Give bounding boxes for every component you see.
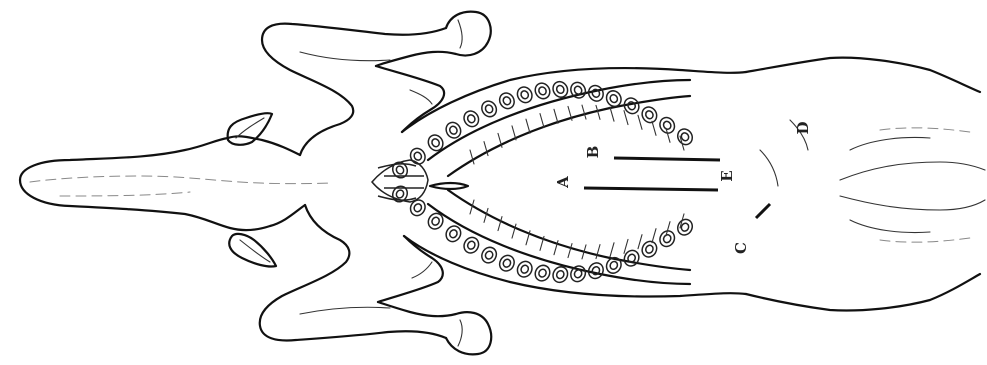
- rib-loop-inner: [484, 250, 494, 260]
- rib-hatch: [624, 111, 628, 125]
- rib-hatch: [540, 114, 544, 128]
- label-D: D: [794, 121, 812, 134]
- rib-loop: [532, 263, 552, 284]
- foreleg-lower: [260, 205, 491, 354]
- rib-loop-inner: [609, 93, 619, 103]
- rib-loop: [479, 98, 499, 119]
- rib-hatch: [610, 107, 614, 121]
- rib-loop: [408, 197, 428, 218]
- incision-line-B: [614, 158, 720, 160]
- sternum: [372, 160, 468, 202]
- rib-loop-inner: [662, 233, 672, 243]
- rib-loop-inner: [448, 125, 458, 135]
- rib-loop-inner: [627, 101, 637, 111]
- rib-loop: [479, 245, 499, 266]
- rib-loop-inner: [448, 229, 458, 239]
- label-E: E: [718, 170, 736, 181]
- rib-loop-inner: [484, 104, 494, 114]
- rib-loop-inner: [395, 189, 405, 199]
- rib-hatch: [652, 121, 656, 135]
- rib-loop: [639, 104, 659, 125]
- rib-loop: [675, 217, 695, 238]
- rib-loop: [497, 90, 517, 111]
- rib-hatch: [498, 217, 502, 231]
- hindquarters: [746, 58, 985, 311]
- rib-hatch: [582, 105, 586, 119]
- rib-loop: [461, 235, 481, 256]
- rib-loop-inner: [520, 264, 530, 274]
- rib-hatch: [624, 239, 628, 253]
- rib-loop-inner: [395, 165, 405, 175]
- rib-loop-inner: [537, 268, 547, 278]
- head-outline: [20, 136, 330, 230]
- rib-loop: [515, 259, 535, 280]
- rib-loop: [586, 260, 606, 281]
- rib-loop-inner: [609, 260, 619, 270]
- rib-loop: [390, 160, 410, 181]
- rib-hatch: [596, 105, 600, 119]
- ear-lower: [229, 234, 276, 267]
- rib-hatch: [652, 229, 656, 243]
- rib-loop-inner: [555, 84, 565, 94]
- rib-loop-inner: [644, 110, 654, 120]
- incision-line-A: [584, 188, 718, 190]
- incision-line-C: [756, 204, 770, 218]
- rib-loop-inner: [466, 240, 476, 250]
- rib-loop: [461, 108, 481, 129]
- rib-loop: [675, 126, 695, 147]
- label-C: C: [732, 242, 750, 254]
- rib-loop-inner: [555, 269, 565, 279]
- rib-hatch: [568, 244, 572, 258]
- rib-loop: [497, 253, 517, 274]
- rib-loop-inner: [413, 203, 423, 213]
- rib-hatching-upper: [470, 105, 684, 164]
- rib-loop-inner: [431, 138, 441, 148]
- rib-loop-inner: [466, 114, 476, 124]
- rib-hatch: [638, 115, 642, 129]
- rib-loop-inner: [502, 258, 512, 268]
- rib-loop-inner: [644, 244, 654, 254]
- rib-loop-inner: [502, 96, 512, 106]
- rib-loop-inner: [520, 90, 530, 100]
- rib-hatch: [554, 109, 558, 123]
- rib-loop: [639, 239, 659, 260]
- rib-hatch: [666, 128, 670, 142]
- rib-hatch: [638, 235, 642, 249]
- rib-loop-inner: [413, 151, 423, 161]
- rib-loop-inner: [431, 216, 441, 226]
- rib-loop: [408, 146, 428, 167]
- rib-loop: [515, 84, 535, 105]
- rib-loop-inner: [662, 120, 672, 130]
- rib-hatch: [526, 119, 530, 133]
- rib-loop: [586, 83, 606, 104]
- rib-hatch: [610, 243, 614, 257]
- label-A: A: [554, 176, 572, 189]
- rib-hatch: [666, 222, 670, 236]
- ribs-upper: [390, 79, 695, 180]
- rib-loop: [532, 80, 552, 101]
- rib-loop-inner: [537, 86, 547, 96]
- label-B: B: [584, 146, 602, 159]
- ribs-lower: [390, 184, 695, 285]
